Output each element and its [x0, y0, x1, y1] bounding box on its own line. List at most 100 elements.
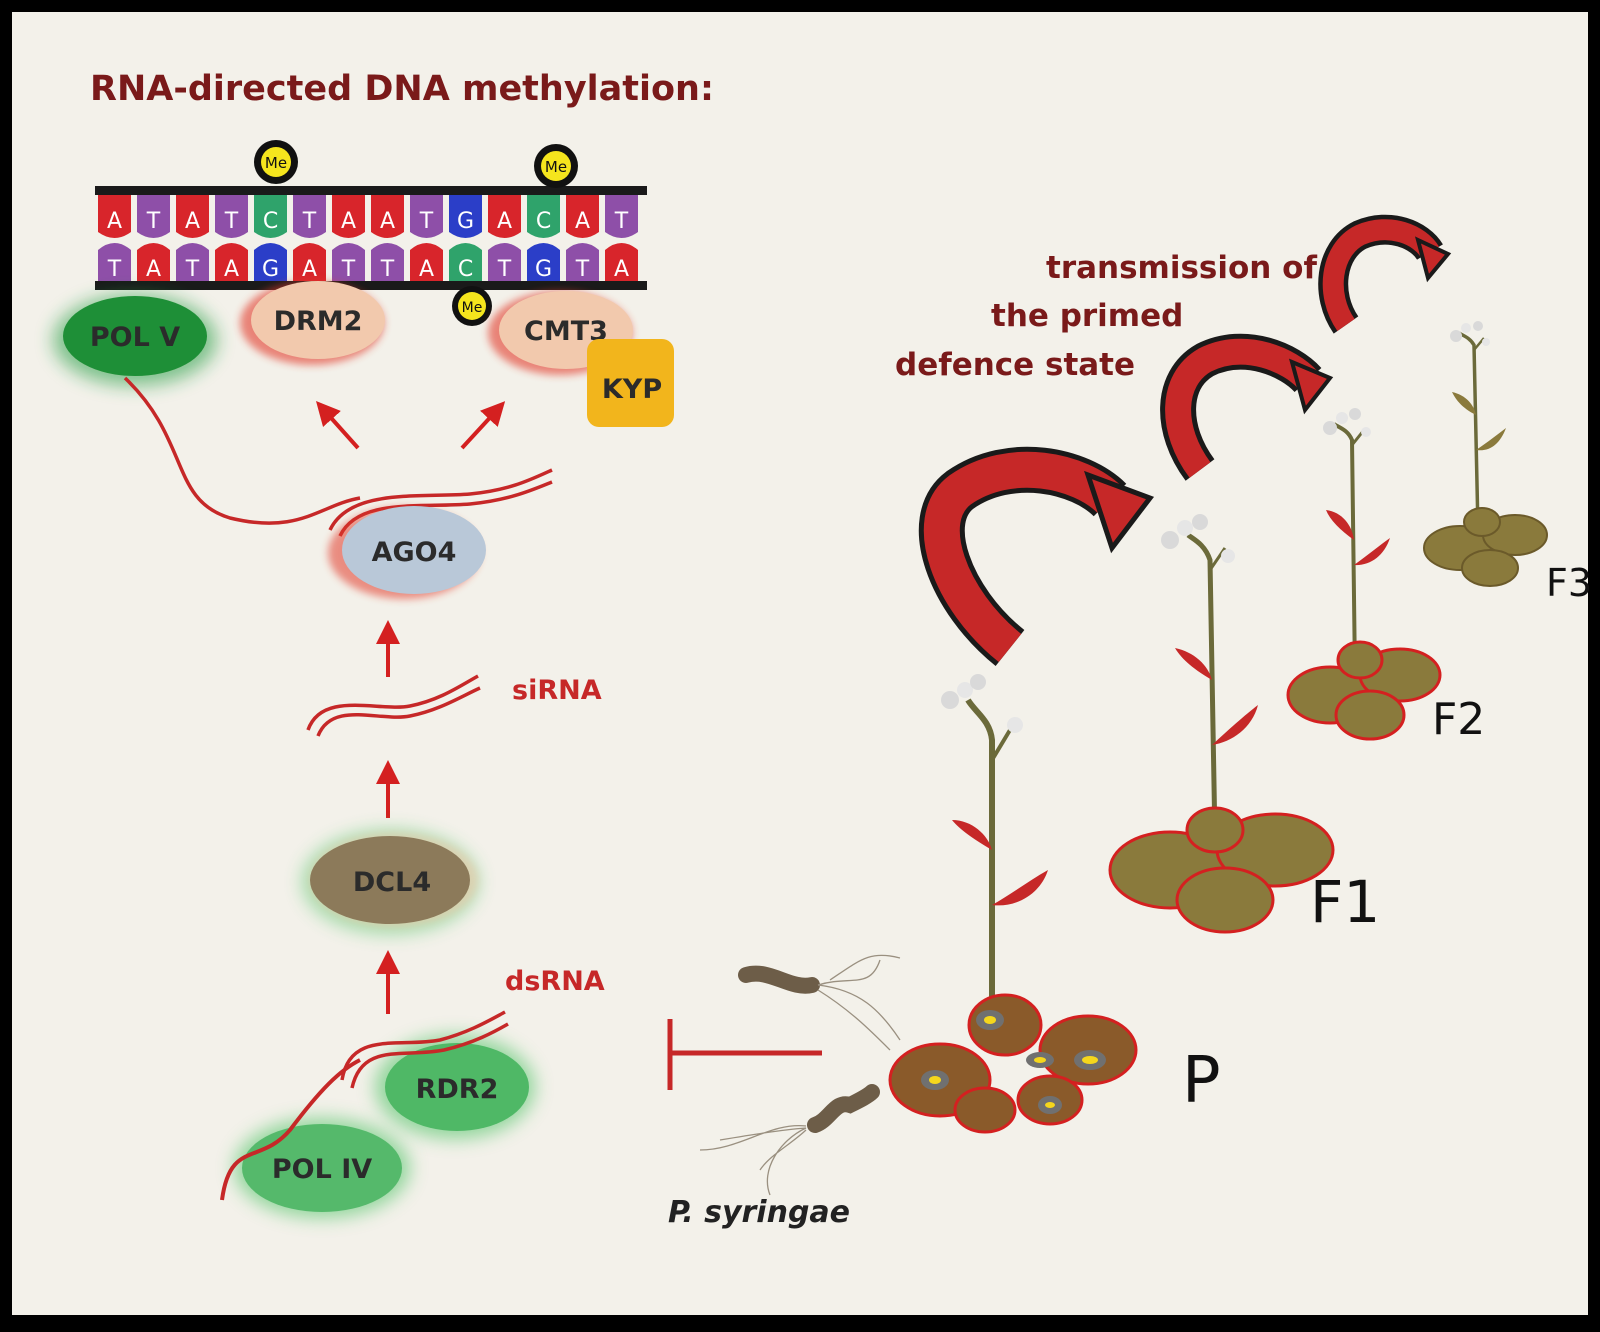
dna-top-base-letter: C	[263, 209, 278, 234]
dna-bottom-base-letter: A	[614, 257, 629, 282]
dna-top-base-letter: T	[146, 209, 161, 234]
diagram-title: RNA-directed DNA methylation:	[90, 69, 714, 109]
pol-v-protein: POL V	[53, 294, 217, 386]
transmission-arrow-f2-to-f3	[1318, 214, 1452, 334]
sirna-label: siRNA	[512, 675, 602, 706]
dna-bottom-base: C	[449, 243, 482, 282]
transmission-text-line2: the primed	[991, 298, 1183, 334]
dna-top-base-letter: A	[185, 209, 200, 234]
dna-top-base: A	[176, 195, 209, 238]
dna-bottom-base: A	[293, 243, 326, 282]
transmission-arrow-f1-to-f2	[1160, 333, 1334, 481]
dna-bottom-base: T	[98, 243, 131, 282]
dna-bottom-base-letter: T	[380, 257, 395, 282]
dna-bottom-base-letter: A	[302, 257, 317, 282]
svg-text:Me: Me	[545, 158, 567, 176]
dsrna-label: dsRNA	[505, 966, 605, 997]
dna-bottom-base: G	[527, 243, 560, 282]
dna-top-base-letter: C	[536, 209, 551, 234]
dna-bottom-base: A	[605, 243, 638, 282]
dna-bottom-base-letter: T	[341, 257, 356, 282]
dna-top-base: A	[566, 195, 599, 238]
methyl-group-3: Me	[452, 286, 492, 326]
inhibition-bar	[667, 1019, 822, 1090]
dna-bottom-base: T	[371, 243, 404, 282]
scaffold-rna	[123, 376, 361, 525]
ago4-protein: AGO4	[328, 506, 486, 599]
dna-bottom-base-letter: G	[535, 257, 552, 282]
drm2-protein: DRM2	[240, 281, 385, 365]
dna-top-base: T	[137, 195, 170, 238]
arrow-to-drm2	[315, 401, 360, 450]
dna-top-base: A	[371, 195, 404, 238]
sirna-duplex-a	[306, 674, 479, 731]
bacterium-2	[699, 1084, 880, 1196]
methyl-group-1: Me	[254, 140, 298, 184]
transmission-text-line1: transmission of	[1046, 250, 1317, 286]
rdr2-label: RDR2	[416, 1074, 499, 1105]
dna-top-base-letter: T	[302, 209, 317, 234]
pathogen-label: P. syringae	[668, 1195, 850, 1230]
dna-bottom-base: G	[254, 243, 287, 282]
kyp-protein: KYP	[587, 339, 674, 427]
plant-f1	[1108, 514, 1335, 934]
arrow-to-cmt3	[460, 401, 506, 450]
pol-v-label: POL V	[90, 322, 180, 353]
transcript-strand	[220, 1058, 361, 1201]
pol-iv-label: POL IV	[272, 1154, 372, 1185]
svg-text:Me: Me	[265, 154, 287, 172]
kyp-label: KYP	[602, 374, 662, 405]
dna-bottom-base: A	[410, 243, 443, 282]
dna-bottom-base-letter: A	[146, 257, 161, 282]
plant-p-rosette	[888, 993, 1138, 1134]
pol-iv-protein: POL IV	[234, 1118, 410, 1218]
dna-top-base-letter: G	[457, 209, 474, 234]
transmission-text-line3: defence state	[895, 347, 1135, 383]
generation-label-f1: F1	[1310, 868, 1380, 936]
dna-top-base: C	[254, 195, 287, 238]
dna-top-base: A	[98, 195, 131, 238]
plant-f2	[1286, 408, 1442, 741]
dna-top-base: G	[449, 195, 482, 238]
generation-label-f3: F3	[1546, 561, 1592, 605]
dna-bottom-base-letter: C	[458, 257, 473, 282]
svg-text:Me: Me	[462, 300, 483, 316]
dna-bottom-base-letter: A	[224, 257, 239, 282]
dsrna-strand-b	[350, 1022, 509, 1089]
dna-bottom-base-letter: T	[575, 257, 590, 282]
dna-bottom-base: A	[215, 243, 248, 282]
dna-bottom-base: T	[566, 243, 599, 282]
dna-top-base-letter: A	[107, 209, 122, 234]
dna-bottom-base-letter: T	[185, 257, 200, 282]
ago4-label: AGO4	[372, 537, 457, 568]
bacterium-1	[738, 954, 901, 1051]
dna-backbone-top	[95, 186, 647, 195]
dna-bottom-base-letter: A	[419, 257, 434, 282]
dna-bottom-base: T	[332, 243, 365, 282]
dna-bottom-base: T	[488, 243, 521, 282]
rdr2-protein: RDR2	[375, 1035, 535, 1139]
generation-label-p: P	[1182, 1044, 1221, 1118]
dcl4-protein: DCL4	[302, 830, 478, 934]
methyl-group-2: Me	[534, 144, 578, 188]
dna-top-base-letter: T	[224, 209, 239, 234]
dna-top-base-letter: T	[419, 209, 434, 234]
dna-top-base: A	[488, 195, 521, 238]
drm2-label: DRM2	[274, 306, 363, 337]
dna-top-base: T	[410, 195, 443, 238]
dna-top-base-letter: A	[575, 209, 590, 234]
sirna-duplex-b	[316, 686, 481, 737]
dna-bottom-base-letter: G	[262, 257, 279, 282]
dna-top-base: T	[605, 195, 638, 238]
sirna-duplex-ago4-a	[328, 468, 553, 531]
dna-backbone-bottom	[95, 281, 647, 290]
dna-bottom-base: A	[137, 243, 170, 282]
dna-top-base: T	[215, 195, 248, 238]
dna-top-base: A	[332, 195, 365, 238]
dna-top-base-letter: T	[614, 209, 629, 234]
transmission-arrow-p-to-f1	[918, 446, 1155, 666]
dna-top-base: T	[293, 195, 326, 238]
